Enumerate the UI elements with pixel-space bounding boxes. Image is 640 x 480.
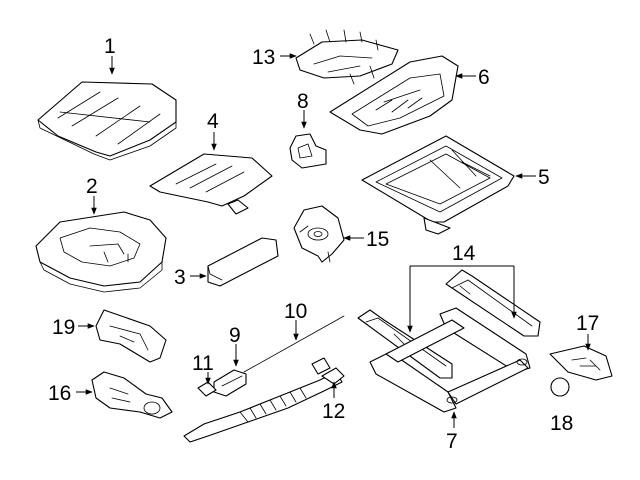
part-7-track-frame bbox=[369, 307, 531, 413]
callout-15: 15 bbox=[366, 228, 389, 251]
part-3-bolster bbox=[207, 237, 279, 287]
part-18-cap bbox=[550, 377, 570, 397]
callout-9: 9 bbox=[229, 324, 241, 347]
callout-6: 6 bbox=[478, 66, 490, 89]
callout-5: 5 bbox=[538, 166, 550, 189]
part-10-cable bbox=[243, 315, 345, 373]
part-16-shield bbox=[91, 371, 173, 419]
callout-12: 12 bbox=[322, 400, 345, 423]
callout-16: 16 bbox=[48, 382, 71, 405]
callout-2: 2 bbox=[86, 175, 98, 198]
callout-18: 18 bbox=[550, 412, 573, 435]
callout-8: 8 bbox=[297, 90, 309, 113]
callout-14: 14 bbox=[452, 242, 476, 265]
callout-7: 7 bbox=[446, 430, 458, 453]
callout-4: 4 bbox=[207, 110, 219, 133]
part-11-clip bbox=[197, 381, 217, 397]
part-12-adjuster bbox=[183, 357, 345, 443]
callout-1: 1 bbox=[104, 35, 116, 58]
part-6-cushion-pan bbox=[329, 55, 459, 135]
part-2-cushion-pad bbox=[35, 211, 167, 293]
part-9-motor bbox=[213, 369, 247, 397]
callout-10: 10 bbox=[284, 300, 307, 323]
callout-19: 19 bbox=[52, 316, 75, 339]
leader-lines bbox=[76, 53, 591, 428]
callout-17: 17 bbox=[576, 312, 599, 335]
part-15-switch-bracket bbox=[293, 205, 345, 263]
part-13-bracket bbox=[295, 29, 399, 85]
part-19-module bbox=[95, 309, 167, 363]
callout-3: 3 bbox=[174, 266, 186, 289]
callout-11: 11 bbox=[192, 352, 214, 375]
part-5-seat-frame bbox=[361, 135, 515, 235]
part-4-heater-mat bbox=[149, 153, 273, 215]
callout-13: 13 bbox=[252, 46, 275, 69]
part-17-trim bbox=[549, 345, 613, 381]
part-8-bracket bbox=[289, 133, 327, 169]
part-1-cushion-cover bbox=[37, 81, 177, 161]
